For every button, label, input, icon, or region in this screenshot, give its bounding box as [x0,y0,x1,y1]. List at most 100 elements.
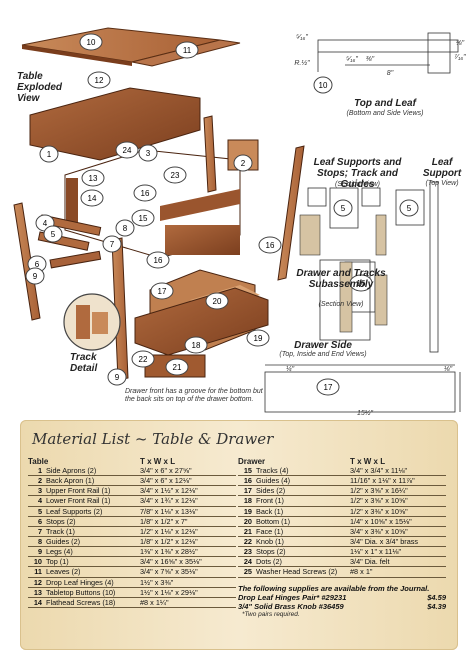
svg-text:12: 12 [95,76,104,85]
part-number: 6 [37,516,42,526]
part-name: Flathead Screws (18) [46,597,116,607]
svg-text:10: 10 [319,81,328,90]
dim-label: ⅜" [365,56,375,63]
part-dimensions: 11/16" x 1⅛" x 11⅞" [350,476,415,486]
svg-text:3: 3 [146,149,151,158]
dim-label: ⁷⁄₁₆" [454,54,466,61]
part-name: Side Aprons (2) [46,466,97,475]
part-number: 5 [37,506,42,516]
svg-text:6: 6 [35,260,40,269]
part-dimensions: 1½" x 3⅜" [140,577,174,587]
svg-text:9: 9 [33,272,38,281]
svg-text:18: 18 [192,341,201,350]
label-top-and-leaf-sub: (Bottom and Side Views) [346,110,424,117]
part-dimensions: 7/8" x 1⅛" x 13⅛" [140,506,198,516]
part-number: 15 [243,466,252,475]
supply-item: Drop Leaf Hinges Pair* #29231 $4.59 [238,593,446,602]
svg-text:16: 16 [154,256,163,265]
dim-label: R.½" [294,60,310,67]
part-number: 24 [243,557,252,567]
part-number: 13 [33,587,42,597]
part-number: 23 [243,547,252,557]
part-name: Dots (2) [256,557,282,567]
part-name: Legs (4) [46,547,73,557]
part-dimensions: 3/4" x 1½" x 12⅛" [140,486,198,496]
part-dimensions: 1/8" x 1/2" x 7" [140,516,188,526]
part-dimensions: 1/2" x 3⅝" x 10⅝" [350,496,408,506]
label-leaf-support-sub: (Top View) [425,180,459,187]
svg-text:10: 10 [87,38,96,47]
part-dimensions: 1/2" x 3⅜" x 10⅝" [350,506,408,516]
svg-text:2: 2 [241,159,246,168]
material-list-title: Material List ~ Table & Drawer [32,430,274,448]
dim-label: ⅛" [443,366,453,373]
part-name: Leaves (2) [46,567,81,577]
leg [13,202,41,321]
material-row: 4 Lower Front Rail (1) 3/4" x 1¾" x 12⅛" [28,496,236,507]
label-drawer-side: Drawer Side [294,340,352,351]
part-dimensions: 3/4" x 7⅝" x 35⅛" [140,567,198,577]
dim-label: ¼" [285,366,295,373]
side-apron [29,87,201,161]
svg-text:9: 9 [115,373,120,382]
part-name: Tabletop Buttons (10) [46,587,116,597]
part-dimensions: 3/4" x 16⅝" x 35⅛" [140,557,202,567]
part-dimensions: 3/4" x 6" x 27⅝" [140,466,192,475]
svg-text:16: 16 [357,279,366,288]
part-dimensions: #8 x 1" [350,567,373,577]
label-top-and-leaf: Top and Leaf [354,98,416,109]
drawer-face [134,287,269,356]
part-number: 3 [37,486,42,496]
supply-name: Drop Leaf Hinges Pair* #29231 [238,592,347,602]
part-name: Back Apron (1) [46,476,95,486]
drawer-materials-header: Drawer T x W x L [238,456,446,466]
part-dimensions: 1/2" x 1⅛" x 12⅛" [140,526,198,536]
part-name: Front (1) [256,496,284,506]
supply-item: 3/4" Solid Brass Knob #36459$4.39 [238,602,446,611]
label-leaf-supports-sub: (Section View) [334,181,380,188]
part-dimensions: 3/4" x 1¾" x 12⅛" [140,496,198,506]
svg-text:20: 20 [213,297,222,306]
dim-label: 8" [386,70,394,77]
txwxl-header: T x W x L [140,457,176,466]
part-number: 4 [37,496,42,506]
part-dimensions: #8 x 1¼" [140,597,169,607]
label-drawer-side-sub: (Top, Inside and End Views) [279,351,367,358]
svg-text:15: 15 [139,214,148,223]
part-dimensions: 3/4" Dia. felt [350,557,390,567]
part-name: Leaf Supports (2) [46,506,103,516]
table-materials-header: Table T x W x L [28,456,236,466]
part-number: 16 [243,476,252,486]
part-dimensions: 3/4" Dia. x 3/4" brass [350,536,419,546]
part-dimensions: 3/4" x 3/4" x 11⅛" [350,466,408,475]
part-number: 9 [37,547,42,557]
dim-label: ⁵⁄₁₆" [296,34,308,41]
svg-text:16: 16 [141,189,150,198]
part-name: Lower Front Rail (1) [46,496,111,506]
dim-label: ⅜" [455,40,465,47]
supply-price: $4.59 [427,592,446,602]
supplies-note: *Two pairs required. [242,610,300,618]
part-number: 2 [37,476,42,486]
part-number: 18 [243,496,252,506]
part-number: 17 [243,486,252,496]
label-leaf-supports: Leaf Supports and Stops; Track and Guide… [313,157,402,190]
svg-text:23: 23 [171,171,180,180]
part-number: 19 [243,506,252,516]
supplies-header: The following supplies are available fro… [238,583,430,593]
svg-text:11: 11 [183,46,192,55]
part-number: 22 [243,536,252,546]
